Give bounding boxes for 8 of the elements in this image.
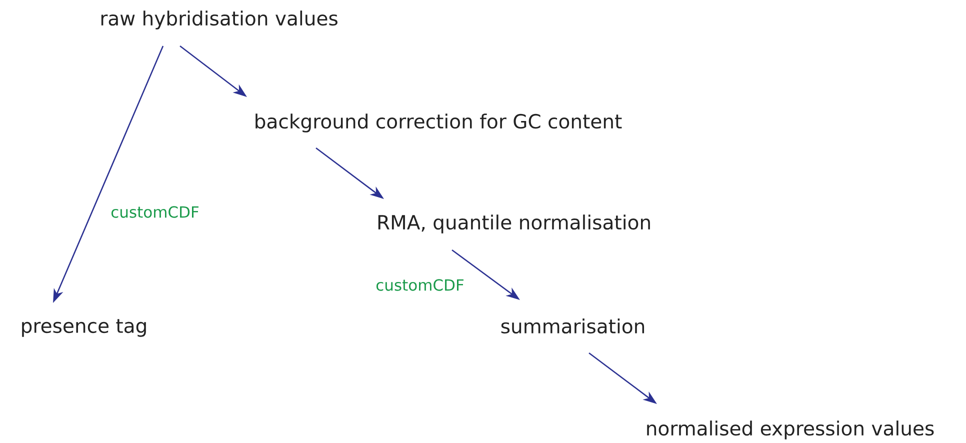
step-text: RMA, quantile normalisation [378, 214, 650, 234]
step-text: presence tag [22, 319, 146, 337]
step-text: raw hybridisation values [101, 10, 338, 30]
step-text: normalised expression values [647, 420, 934, 440]
edge-label: customCDF [376, 279, 464, 291]
step-text: background correction for GC content [256, 114, 622, 132]
edge-label: customCDF [112, 206, 198, 218]
step-text: summarisation [501, 318, 644, 334]
